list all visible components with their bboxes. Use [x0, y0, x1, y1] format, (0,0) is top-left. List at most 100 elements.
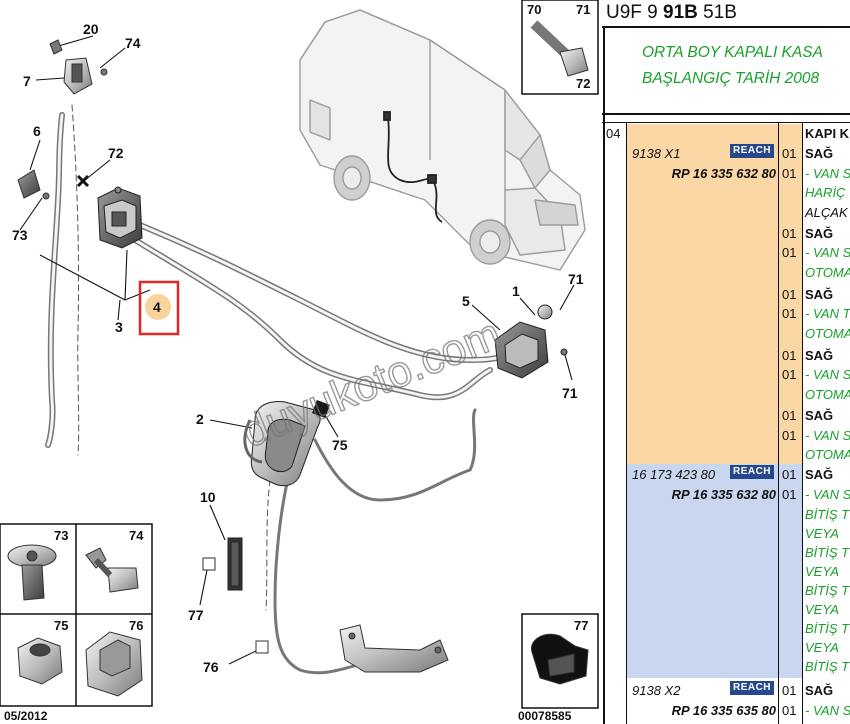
- callout-7: 7: [23, 73, 31, 89]
- callout-75: 75: [332, 437, 348, 453]
- column-header: KAPI K: [805, 126, 850, 141]
- note-e4-0: - VAN S: [805, 428, 850, 443]
- qty-2a: 01: [782, 467, 797, 482]
- header-rule-top: [602, 26, 850, 28]
- ref-number-2: RP 16 335 632 80: [671, 487, 776, 502]
- part-number-1: 9138 X1: [632, 146, 681, 161]
- catalog-code: U9F 9 91B 51B: [606, 2, 737, 24]
- note-2-9: BİTİŞ T: [805, 659, 850, 674]
- clip-76-illustration: [85, 631, 143, 697]
- note-1-1: HARİÇ: [805, 185, 846, 200]
- side-label-e4: SAĞ: [805, 408, 834, 423]
- col-rule-3: [802, 122, 803, 724]
- bolt-70-illustration: [530, 20, 589, 77]
- lock-mechanism-part-4: [97, 186, 143, 249]
- model-description: ORTA BOY KAPALI KASA BAŞLANGIÇ TARİH 200…: [642, 40, 823, 92]
- hw-num-70: 70: [527, 2, 541, 17]
- note-e1-1: OTOMA: [805, 265, 850, 280]
- date-label: 05/2012: [4, 709, 48, 723]
- position-code: 04: [606, 126, 621, 141]
- note-e3-1: OTOMA: [805, 387, 850, 402]
- note-3-0: - VAN S: [805, 703, 850, 718]
- side-label-e2: SAĞ: [805, 287, 834, 302]
- callout-71-top: 71: [568, 271, 584, 287]
- van-door-wiring: [383, 111, 443, 223]
- col-rule-1: [626, 122, 627, 724]
- code-bold: 91B: [663, 2, 698, 23]
- parts-list-panel: U9F 9 91B 51B ORTA BOY KAPALI KASA BAŞLA…: [602, 0, 850, 724]
- callout-1: 1: [512, 283, 520, 299]
- hw-num-73: 73: [54, 528, 68, 543]
- hw-num-72: 72: [576, 76, 590, 91]
- note-2-2: VEYA: [805, 526, 839, 541]
- note-e1-0: - VAN S: [805, 245, 850, 260]
- note-e2-0: - VAN T: [805, 306, 850, 321]
- leader-lines: [19, 35, 575, 665]
- callout-72: 72: [108, 145, 124, 161]
- code-suffix: 51B: [703, 2, 737, 23]
- hardware-grid-bottom: 77 00078585: [518, 613, 599, 723]
- van-illustration: [299, 9, 586, 271]
- note-2-7: BİTİŞ T: [805, 621, 850, 636]
- hardware-grid-left: 73 74 75 76 05/2012: [0, 523, 153, 723]
- side-label-1: SAĞ: [805, 146, 834, 161]
- callout-3: 3: [115, 319, 123, 335]
- clip-77-illustration: [530, 633, 589, 685]
- bracket-part-6: [17, 169, 50, 200]
- screw-74-illustration: [85, 547, 139, 593]
- hw-num-76: 76: [129, 618, 143, 633]
- ref-number-1: RP 16 335 632 80: [671, 166, 776, 181]
- note-2-1: BİTİŞ T: [805, 507, 850, 522]
- header-rule-bottom: [602, 113, 850, 115]
- screw-73-illustration: [7, 544, 57, 601]
- highlight-callout-4: [138, 280, 180, 336]
- note-1-0: - VAN S: [805, 166, 850, 181]
- note-2-4: VEYA: [805, 564, 839, 579]
- note-2-0: - VAN S: [805, 487, 850, 502]
- note-2-3: BİTİŞ T: [805, 545, 850, 560]
- callout-6: 6: [33, 123, 41, 139]
- hinge-plate: [339, 624, 449, 673]
- qty-e4a: 01: [782, 408, 797, 423]
- table-rule: [602, 122, 850, 123]
- hw-num-74: 74: [129, 528, 144, 543]
- callout-5: 5: [462, 293, 470, 309]
- side-label-e3: SAĞ: [805, 348, 834, 363]
- note-2-6: VEYA: [805, 602, 839, 617]
- col-rule-2: [778, 122, 779, 724]
- band-blue: [626, 464, 802, 678]
- ref-number: 00078585: [518, 709, 572, 723]
- callout-4: 4: [153, 299, 161, 315]
- lock-assembly-part-5: [494, 304, 568, 379]
- part-number-2: 16 173 423 80: [632, 467, 716, 482]
- callout-2: 2: [196, 411, 204, 427]
- callout-73: 73: [12, 227, 28, 243]
- nut-75-illustration: [17, 637, 63, 685]
- x-mark-part-72: [76, 174, 90, 188]
- code-prefix: U9F 9: [606, 2, 658, 23]
- qty-e1b: 01: [782, 245, 797, 260]
- note-e2-1: OTOMA: [805, 326, 850, 341]
- rod-bracket-part-7: [49, 39, 108, 95]
- small-part-77: [202, 557, 269, 654]
- side-label-3: SAĞ: [805, 683, 834, 698]
- callout-74: 74: [125, 35, 141, 51]
- qty-e2b: 01: [782, 306, 797, 321]
- hw-num-77: 77: [574, 618, 588, 633]
- qty-2b: 01: [782, 487, 797, 502]
- note-e3-0: - VAN S: [805, 367, 850, 382]
- callout-numbers: 20 74 7 6 72 73 4 3 71 5 1 71 2 75 10 77…: [12, 21, 584, 675]
- hw-num-71: 71: [576, 2, 590, 17]
- note-e4-1: OTOMA: [805, 447, 850, 462]
- qty-e1a: 01: [782, 226, 797, 241]
- callout-20: 20: [83, 21, 99, 37]
- desc-line-2: BAŞLANGIÇ TARİH 2008: [642, 70, 820, 87]
- col-rule-0: [603, 26, 605, 724]
- callout-10: 10: [200, 489, 216, 505]
- qty-3b: 01: [782, 703, 797, 718]
- qty-e3a: 01: [782, 348, 797, 363]
- note-1-2: ALÇAK: [805, 205, 848, 220]
- cables: [45, 104, 508, 675]
- ref-number-3: RP 16 335 635 80: [671, 703, 776, 718]
